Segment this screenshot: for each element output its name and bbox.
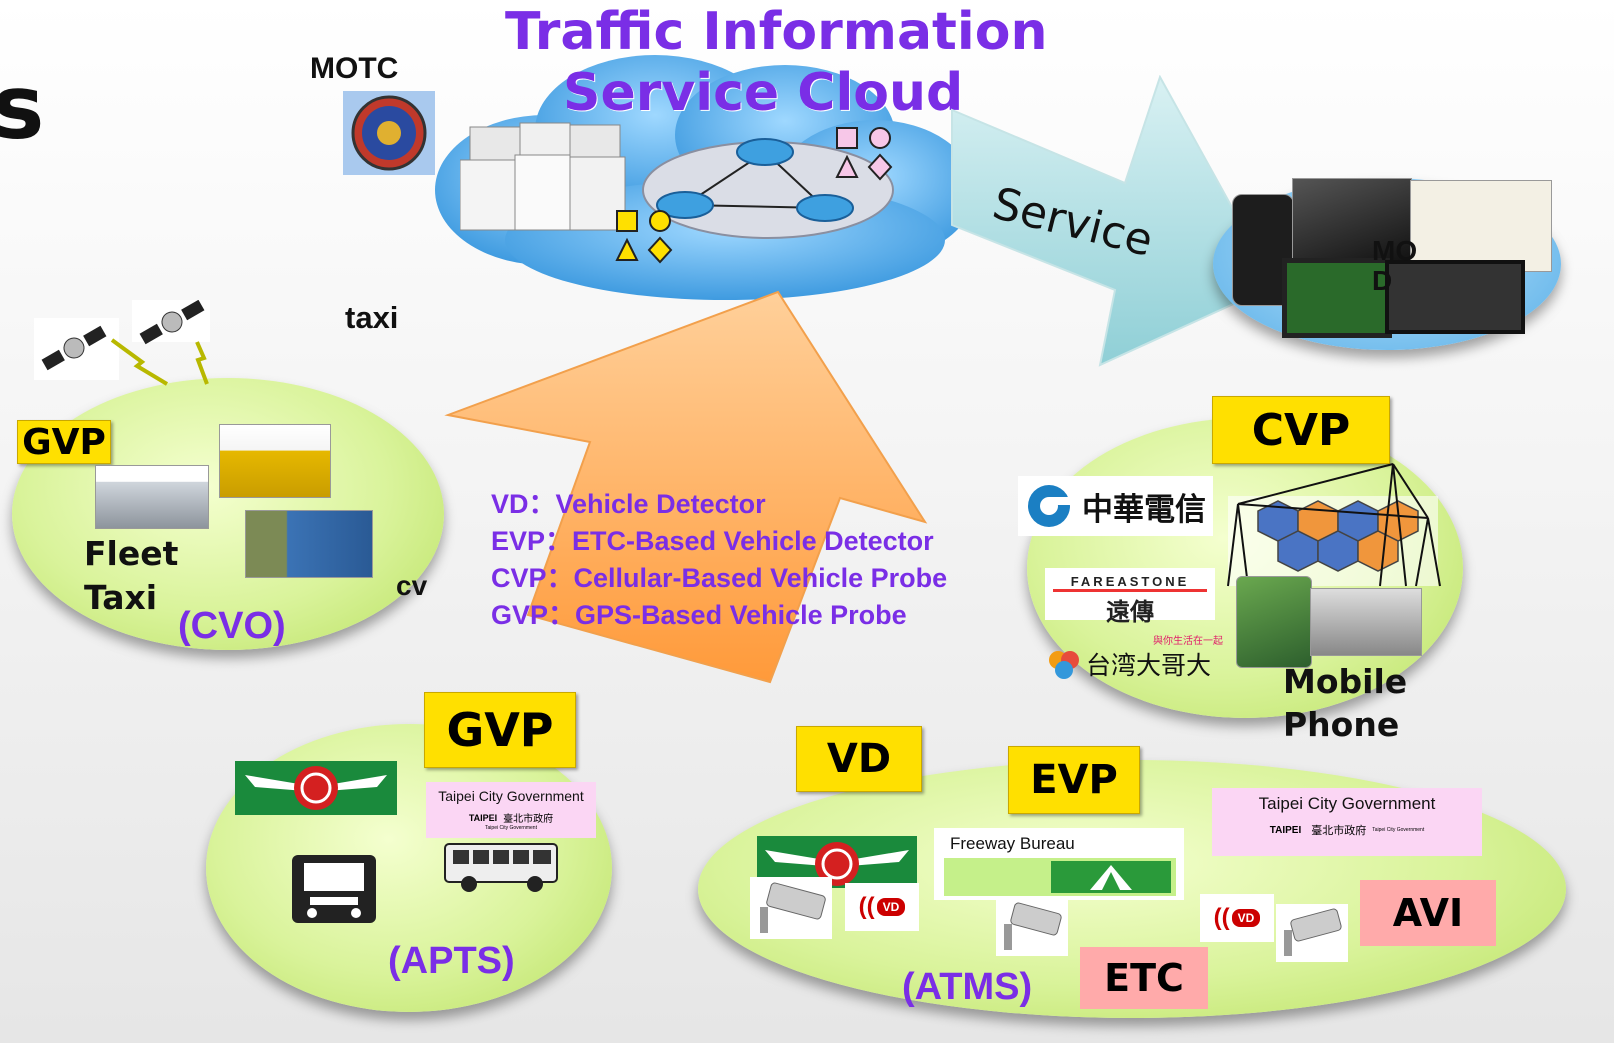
cv-label: cv	[396, 570, 428, 601]
data-shapes-pink-icon	[835, 127, 893, 181]
phone-label: Phone	[1283, 705, 1400, 744]
atms-taipei-mark: TAIPEI	[1269, 824, 1302, 836]
cloud-title-line2: Service Cloud	[563, 63, 964, 123]
taiwan-mobile-logo: 台湾大哥大	[1046, 646, 1211, 682]
taiwan-mobile-icon	[1049, 651, 1079, 679]
taiwan-mobile-name: 台湾大哥大	[1086, 651, 1212, 680]
cvo-gvp-label: GVP	[17, 420, 111, 464]
fleet-label: Fleet	[84, 534, 179, 573]
etc-label: ETC	[1080, 947, 1208, 1009]
motc-emblem	[343, 91, 435, 175]
taxi-photo	[219, 424, 331, 498]
taiwan-mobile-slogan: 與你生活在一起	[1153, 636, 1223, 647]
vd-badge-text: VD	[876, 898, 906, 916]
freeway-bureau-logo: Freeway Bureau	[934, 828, 1184, 900]
apts-taipei-small: Taipei City Government	[485, 825, 537, 831]
taxi-text-label: Taxi	[84, 578, 158, 617]
bus-icon	[292, 855, 376, 923]
fareastone-latin: FAREASTONE	[1053, 574, 1207, 592]
cvp-label: CVP	[1212, 396, 1390, 464]
apts-taipei-gov-text: Taipei City Government	[438, 788, 584, 804]
apts-taipei-mark: TAIPEI	[468, 812, 498, 823]
upload-arrow	[444, 290, 928, 684]
mobile-phone-photo	[1236, 576, 1312, 668]
mod-label: MO D	[1372, 235, 1418, 296]
railway-logo	[235, 761, 397, 815]
driver-photo	[1310, 588, 1422, 656]
legend-evp: EVP：ETC-Based Vehicle Detector	[491, 526, 934, 556]
mobile-label: Mobile	[1283, 662, 1408, 701]
atms-taipei-gov-text: Taipei City Government	[1258, 794, 1436, 813]
tablet-photo	[1385, 260, 1525, 334]
atms-label: (ATMS)	[902, 966, 1033, 1008]
vd-badge-text: VD	[1231, 909, 1261, 927]
cvo-label: (CVO)	[178, 605, 286, 647]
cht-logo: 中華電信	[1018, 476, 1213, 536]
cht-name: 中華電信	[1082, 491, 1206, 528]
minivan-photo	[95, 465, 209, 529]
cht-logo-icon	[1028, 485, 1071, 527]
motc-label: MOTC	[310, 52, 399, 85]
atms-evp-label: EVP	[1008, 746, 1140, 814]
fareastone-logo: FAREASTONE 遠傳	[1045, 568, 1215, 626]
legend-gvp: GVP：GPS-Based Vehicle Probe	[491, 600, 907, 630]
freeway-bureau-text: Freeway Bureau	[950, 834, 1075, 853]
apts-gvp-label: GVP	[424, 692, 576, 768]
cloud-title-line1: Traffic Information	[505, 2, 1048, 62]
apts-taipei-logo: Taipei City Government TAIPEI 臺北市政府 Taip…	[426, 782, 596, 838]
cell-network-icon	[1227, 463, 1441, 587]
camera-icon	[750, 877, 832, 939]
navigation-device-photo	[1282, 258, 1392, 338]
legend-vd: VD：Vehicle Detector	[491, 489, 766, 519]
satellite-icon	[34, 300, 210, 386]
truck-photo	[245, 510, 373, 578]
motc-emblem-icon	[351, 95, 427, 171]
vd-detector-badge: (( VD	[1200, 894, 1274, 942]
bus-photo	[444, 843, 558, 892]
map-screen-photo	[1410, 180, 1552, 272]
service-arrow	[951, 75, 1277, 367]
atms-taipei-logo: Taipei City Government TAIPEI 臺北市政府 Taip…	[1212, 788, 1482, 856]
partial-heading: s	[0, 56, 45, 159]
camera-icon	[1276, 904, 1348, 962]
freeway-logo-icon	[1051, 861, 1171, 893]
apts-taipei-cn: 臺北市政府	[503, 814, 554, 825]
legend-cvp: CVP：Cellular-Based Vehicle Probe	[491, 563, 948, 593]
atms-railway-logo-icon	[765, 842, 909, 886]
vd-detector-badge: (( VD	[845, 883, 919, 931]
router-network-icon	[642, 138, 894, 239]
set-top-box-photo	[1292, 178, 1412, 264]
railway-logo-icon	[245, 766, 387, 810]
atms-vd-label: VD	[796, 726, 922, 792]
apts-label: (APTS)	[388, 940, 515, 982]
taxi-label: taxi	[345, 300, 399, 335]
servers-icon	[460, 122, 626, 231]
camera-icon	[996, 898, 1068, 956]
data-shapes-yellow-icon	[615, 210, 673, 264]
avi-label: AVI	[1360, 880, 1496, 946]
atms-taipei-small: Taipei City Government	[1372, 827, 1425, 833]
atms-taipei-cn: 臺北市政府	[1311, 825, 1367, 837]
fareastone-cn: 遠傳	[1106, 598, 1154, 626]
